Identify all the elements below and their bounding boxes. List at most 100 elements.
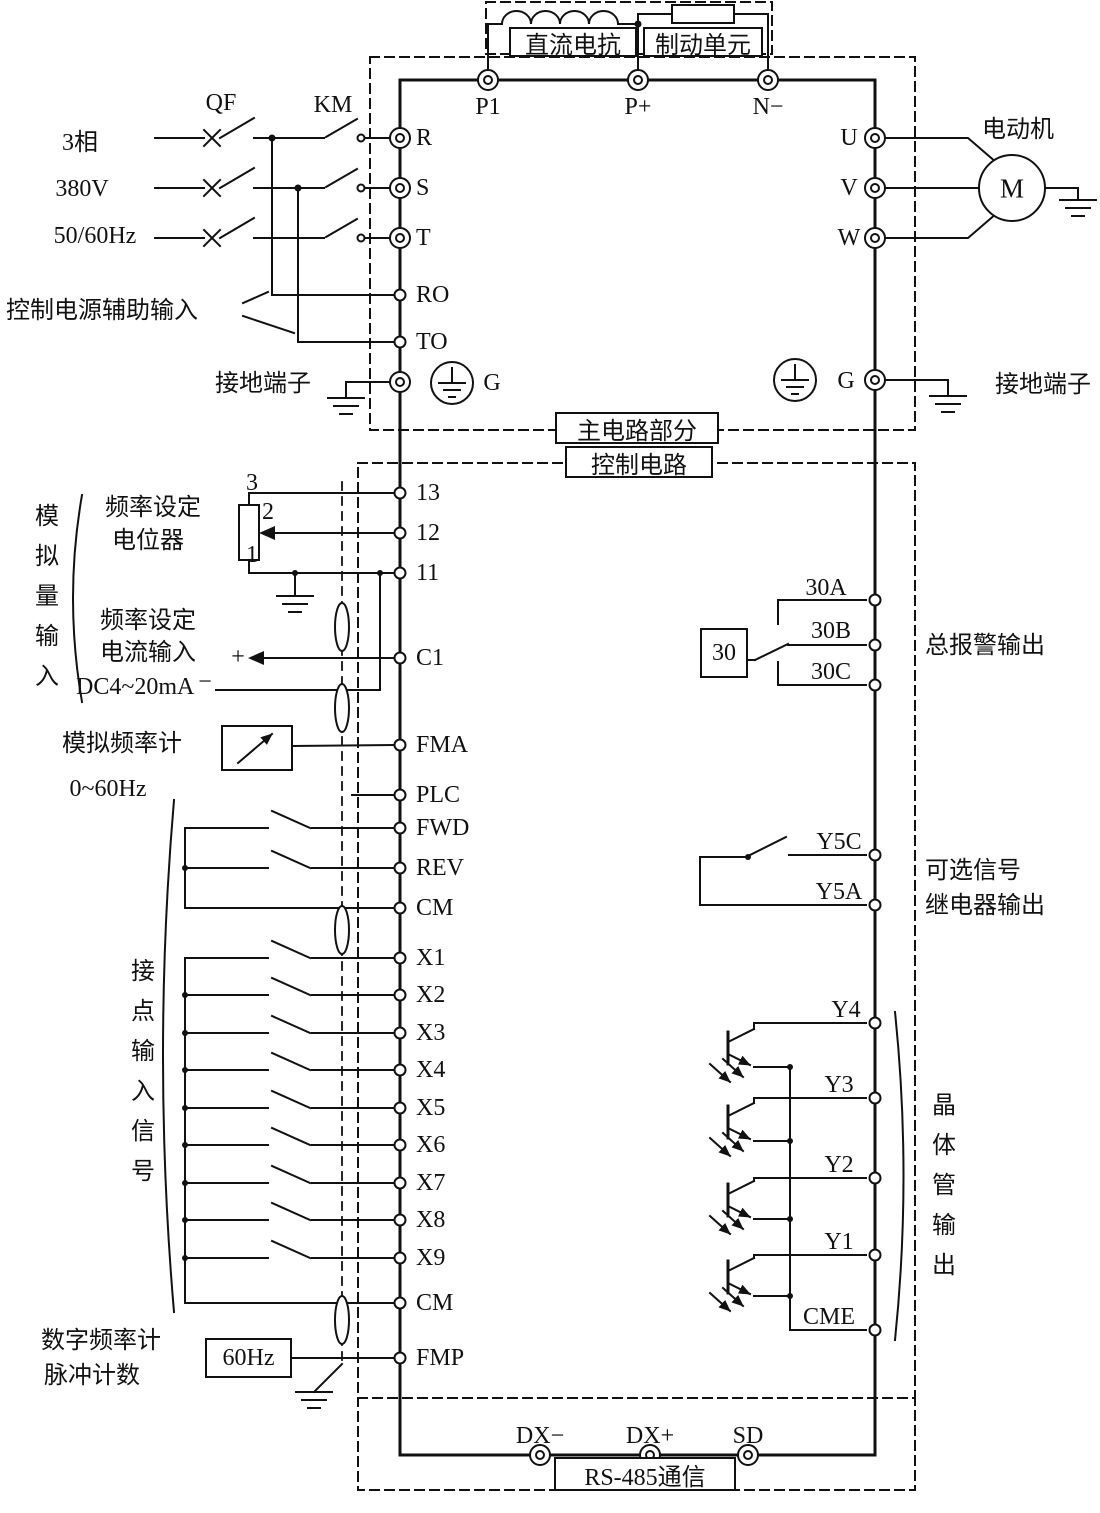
- brake-resistor-symbol: [671, 4, 735, 24]
- meter-range-label: 0~60Hz: [69, 776, 147, 802]
- terminal-label-x3: X3: [416, 1020, 446, 1046]
- dc-reactor-label-box: 直流电抗: [509, 27, 637, 59]
- terminal-label-30c: 30C: [810, 659, 852, 685]
- terminal-label-30a: 30A: [805, 575, 847, 601]
- terminal-label-g-left: G: [483, 370, 501, 396]
- aux-pointer-line-1: [241, 290, 270, 305]
- terminal-label-dx-plus: DX+: [625, 1423, 675, 1449]
- terminal-label-g-right: G: [837, 368, 855, 394]
- terminal-label-13: 13: [416, 480, 440, 506]
- terminal-label-y3: Y3: [824, 1072, 854, 1098]
- relay-30-box: 30: [700, 628, 748, 678]
- freq-current-label-line1: 频率设定: [100, 608, 196, 634]
- current-range-label: DC4~20mA: [76, 674, 195, 700]
- terminal-label-sd: SD: [732, 1423, 764, 1449]
- plus-sign-label: +: [231, 644, 245, 670]
- terminal-label-r: R: [416, 125, 433, 151]
- terminal-label-y4: Y4: [831, 997, 861, 1023]
- earth-circle-symbol-right: [773, 358, 817, 402]
- terminal-label-rev: REV: [416, 855, 464, 881]
- freq-pot-label-line1: 频率设定: [105, 495, 201, 521]
- analog-group-brace: [72, 493, 84, 704]
- shield-lens-2: [334, 683, 350, 733]
- terminal-label-x9: X9: [416, 1245, 446, 1271]
- digital-meter-label-line2: 脉冲计数: [44, 1363, 140, 1389]
- contact-input-group-label: 接点输入信号: [131, 959, 155, 1185]
- main-circuit-section-label: 主电路部分: [555, 412, 719, 445]
- terminal-label-fwd: FWD: [416, 815, 470, 841]
- terminal-label-11: 11: [416, 560, 440, 586]
- terminal-label-p-plus: P+: [624, 94, 652, 120]
- terminal-label-y1: Y1: [824, 1229, 854, 1255]
- terminal-label-x5: X5: [416, 1095, 446, 1121]
- terminal-label-y5a: Y5A: [815, 879, 863, 905]
- terminal-label-n-minus: N−: [752, 94, 784, 120]
- dc-bus-lines: [487, 4, 769, 71]
- ground-left: [327, 361, 474, 415]
- terminal-label-cm1: CM: [416, 895, 454, 921]
- terminal-label-fmp: FMP: [416, 1345, 465, 1371]
- freq-pot-label-line2: 电位器: [112, 528, 184, 554]
- terminal-label-ro: RO: [416, 282, 450, 308]
- pot-pin-1-label: 1: [246, 542, 258, 568]
- digital-meter-label-line1: 数字频率计: [41, 1328, 161, 1354]
- terminal-label-s: S: [416, 175, 430, 201]
- terminal-label-x1: X1: [416, 945, 446, 971]
- terminal-label-x6: X6: [416, 1132, 446, 1158]
- terminal-label-x8: X8: [416, 1207, 446, 1233]
- terminal-label-p1: P1: [475, 94, 501, 120]
- terminal-label-to: TO: [416, 329, 448, 355]
- terminal-label-x7: X7: [416, 1170, 446, 1196]
- pot-pin-2-label: 2: [262, 499, 274, 525]
- earth-circle-symbol-left: [430, 361, 474, 405]
- terminal-label-v: V: [840, 175, 858, 201]
- terminal-label-t: T: [416, 225, 431, 251]
- ground-terminal-label-right: 接地端子: [995, 372, 1091, 398]
- transistor-output-group-label: 晶体管输出: [932, 1093, 956, 1279]
- terminal-label-30b: 30B: [810, 618, 852, 644]
- pulse-60hz-box: 60Hz: [205, 1338, 292, 1378]
- terminal-label-w: W: [837, 225, 861, 251]
- minus-sign-label: −: [198, 669, 212, 695]
- terminal-circles: [389, 69, 886, 1466]
- optional-signal-label-line2: 继电器输出: [925, 893, 1045, 919]
- motor-lines: [773, 137, 1097, 413]
- terminal-label-y5c: Y5C: [816, 829, 862, 855]
- control-right-lines: [699, 599, 905, 1342]
- main-input-lines: [154, 116, 396, 343]
- terminal-label-x2: X2: [416, 982, 446, 1008]
- analog-input-group-label: 模拟量输入: [35, 504, 59, 690]
- shield-lens-3: [334, 905, 350, 955]
- control-circuit-section-label: 控制电路: [565, 446, 713, 479]
- alarm-output-label: 总报警输出: [925, 633, 1045, 659]
- motor-label: 电动机: [982, 117, 1054, 143]
- control-left-lines: [72, 481, 396, 1409]
- terminal-label-dx-minus: DX−: [515, 1423, 565, 1449]
- ground-terminal-label-left: 接地端子: [215, 371, 311, 397]
- brake-unit-label-box: 制动单元: [643, 27, 763, 59]
- terminal-label-u: U: [840, 125, 858, 151]
- terminal-label-y2: Y2: [824, 1152, 854, 1178]
- pot-pin-3-label: 3: [246, 470, 258, 496]
- frequency-label: 50/60Hz: [53, 223, 137, 249]
- qf-breaker-label: QF: [205, 90, 237, 116]
- rs485-section-label: RS-485通信: [554, 1457, 736, 1491]
- freq-current-label-line2: 电流输入: [100, 640, 196, 666]
- transistor-group-brace: [893, 1010, 905, 1342]
- km-contactor-label: KM: [313, 92, 353, 118]
- terminal-label-cme: CME: [802, 1304, 856, 1330]
- shield-lens-4: [334, 1295, 350, 1345]
- voltage-label: 380V: [55, 176, 109, 202]
- motor-m-symbol-label: M: [999, 173, 1025, 204]
- optional-signal-label-line1: 可选信号: [925, 858, 1021, 884]
- contact-group-brace: [162, 798, 176, 1314]
- terminal-label-12: 12: [416, 520, 440, 546]
- analog-meter-label: 模拟频率计: [62, 731, 182, 757]
- aux-power-label: 控制电源辅助输入: [6, 298, 198, 324]
- terminal-label-c1: C1: [416, 645, 445, 671]
- terminal-label-x4: X4: [416, 1057, 446, 1083]
- shield-lens-1: [334, 602, 350, 652]
- dc-reactor-coil-symbol: [500, 10, 620, 26]
